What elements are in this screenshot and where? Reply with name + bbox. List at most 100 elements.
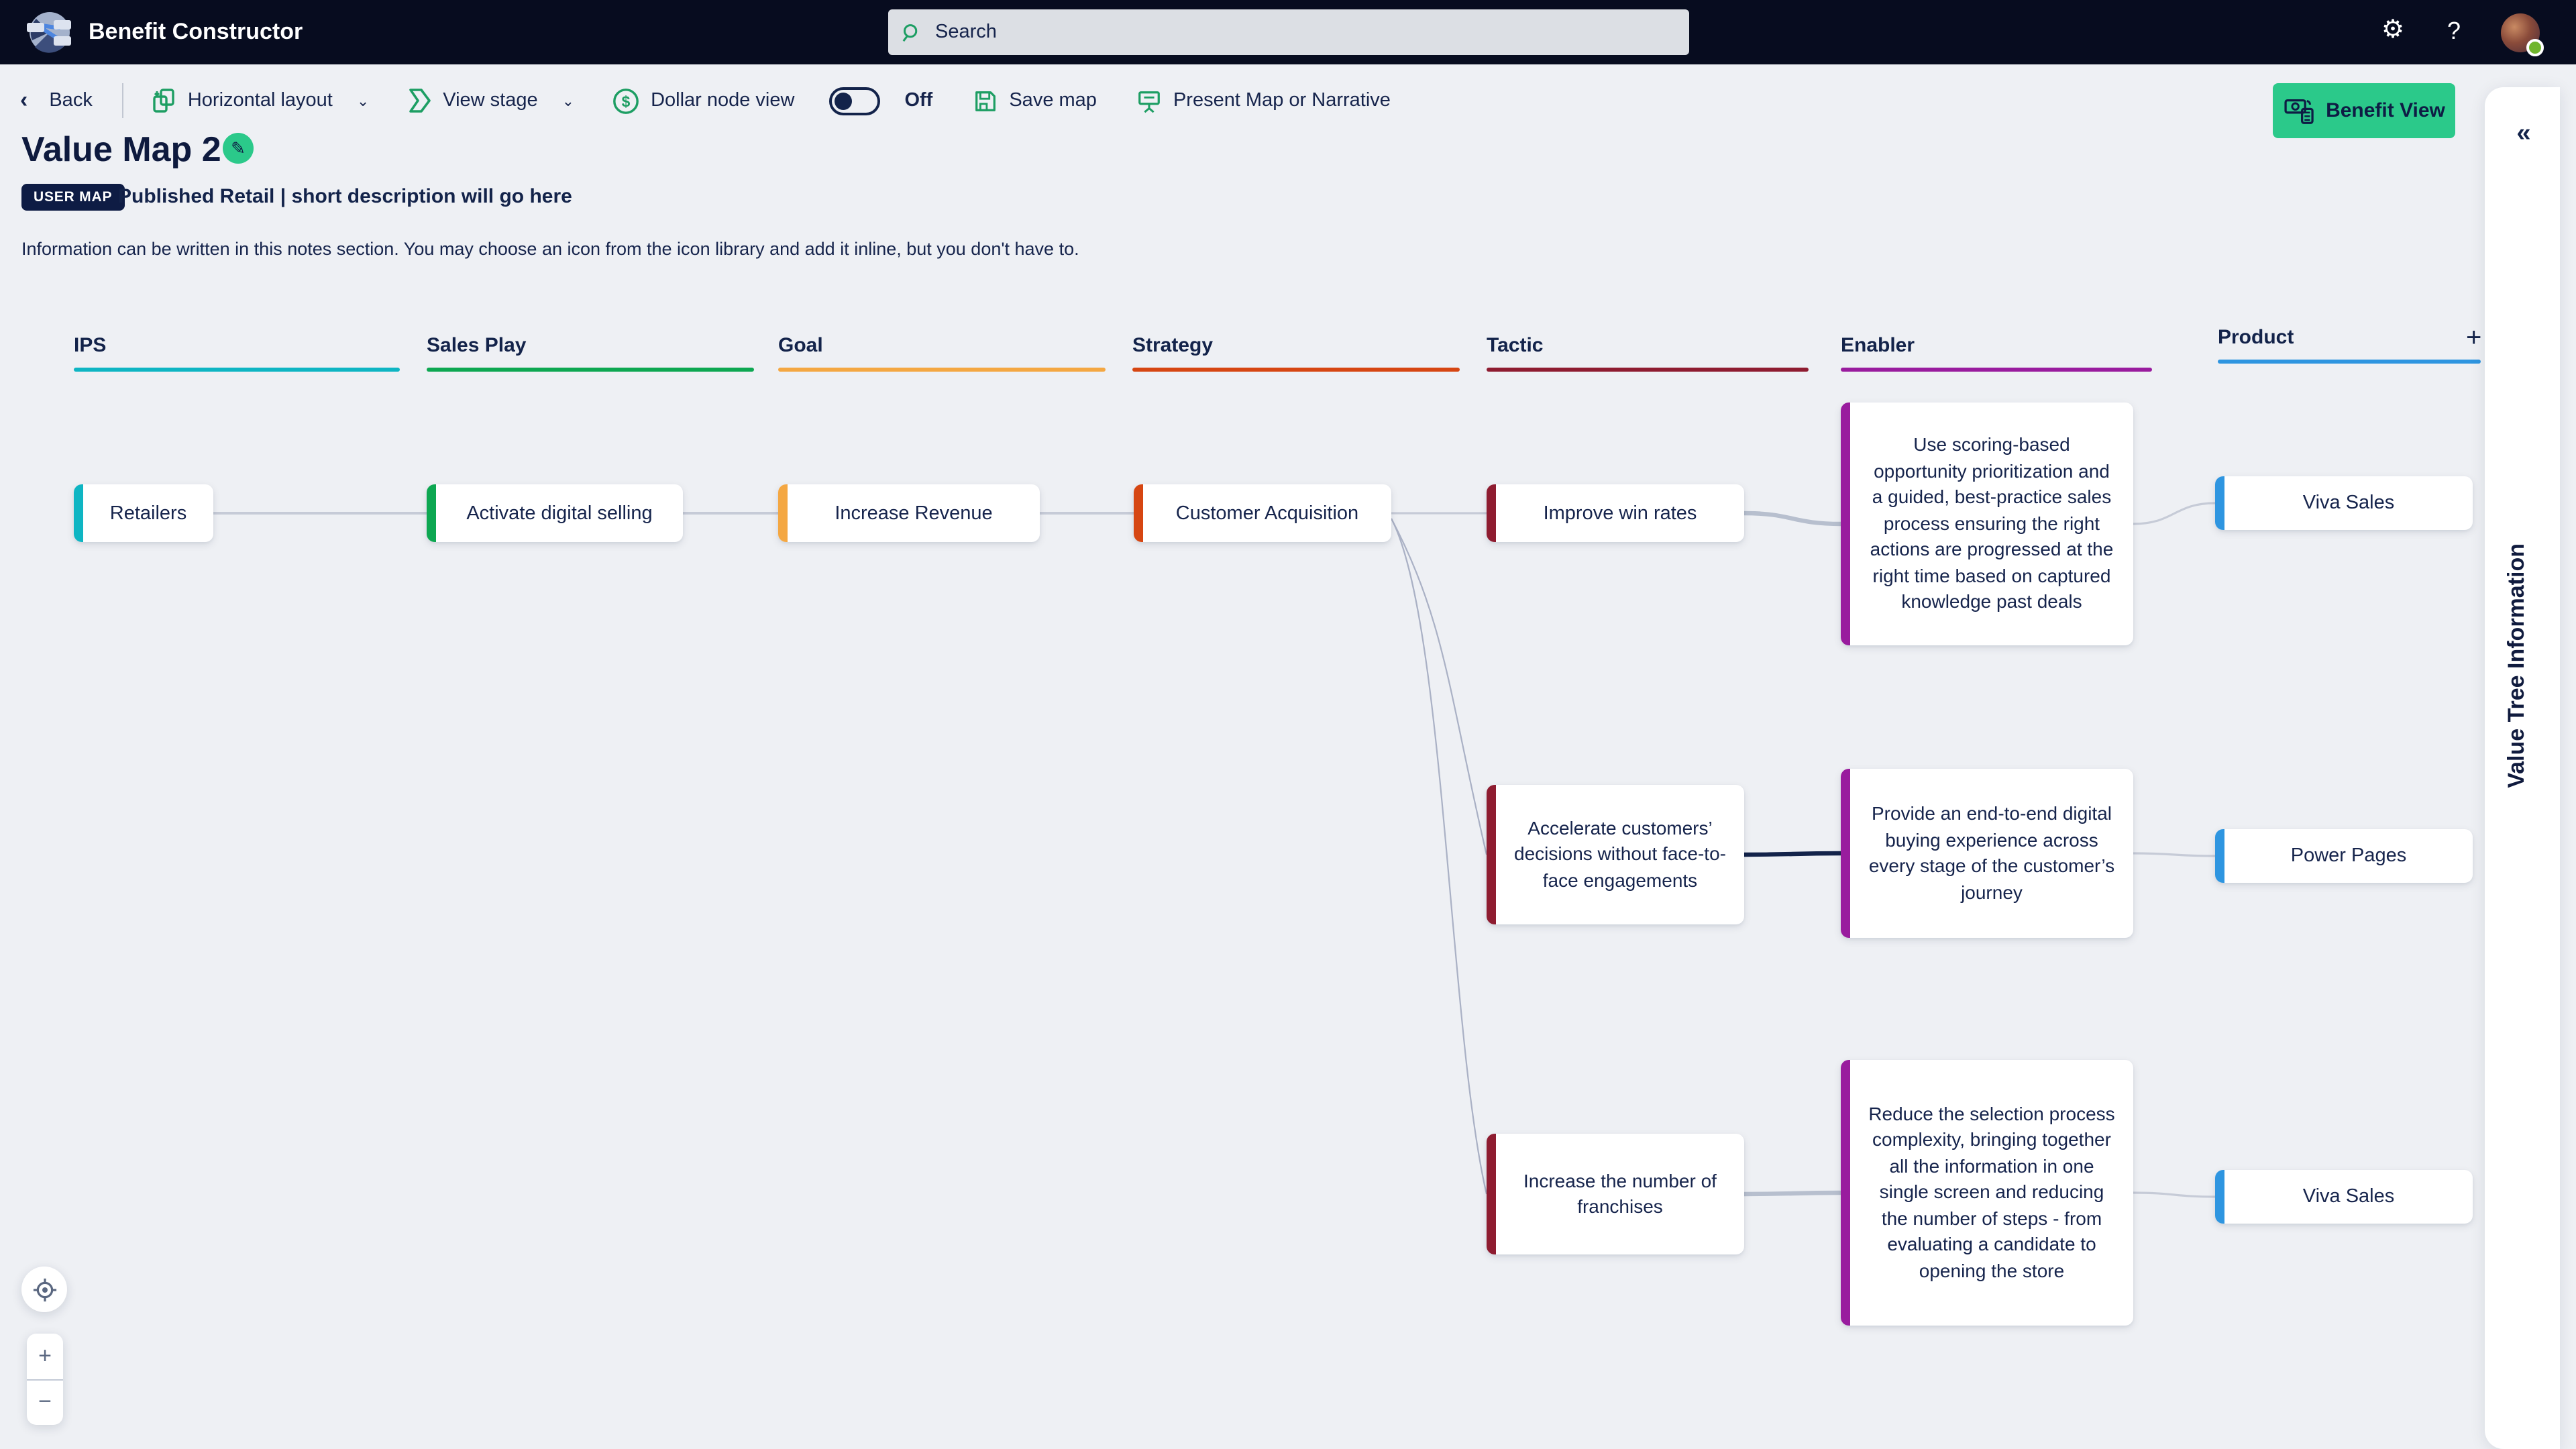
layout-dropdown[interactable]: Horizontal layout ⌄ <box>150 87 369 114</box>
zoom-out-button[interactable]: − <box>38 1389 52 1415</box>
node-label: Customer Acquisition <box>1175 502 1359 524</box>
horizontal-layout-icon <box>153 89 174 113</box>
edge-enabler-scoring-to-viva-sales-1 <box>2133 502 2216 525</box>
view-stage-dropdown[interactable]: View stage ⌄ <box>407 87 574 114</box>
column-label: Tactic <box>1487 334 1544 357</box>
svg-text:$: $ <box>622 93 631 110</box>
benefit-view-button[interactable]: Benefit View <box>2273 83 2455 138</box>
node-label: Increase Revenue <box>835 502 993 524</box>
map-node-improve-win-rates[interactable]: Improve win rates <box>1487 484 1744 542</box>
map-node-power-pages[interactable]: Power Pages <box>2215 829 2473 883</box>
column-label: Goal <box>778 334 823 357</box>
dollar-icon: $ <box>613 88 639 113</box>
map-node-increase-revenue[interactable]: Increase Revenue <box>778 484 1040 542</box>
map-node-accelerate-decisions[interactable]: Accelerate customers’ decisions without … <box>1487 785 1744 924</box>
column-underline <box>1132 368 1460 372</box>
map-node-enabler-reduce-complexity[interactable]: Reduce the selection process complexity,… <box>1841 1060 2133 1326</box>
column-label: IPS <box>74 334 107 357</box>
map-node-customer-acquisition[interactable]: Customer Acquisition <box>1134 484 1391 542</box>
map-node-viva-sales-1[interactable]: Viva Sales <box>2215 476 2473 530</box>
top-app-bar: Benefit Constructor ⚙ ? <box>0 0 2576 64</box>
map-node-enabler-digital-buying[interactable]: Provide an end-to-end digital buying exp… <box>1841 769 2133 938</box>
add-column-icon[interactable]: + <box>2466 323 2482 353</box>
column-header-tactic: Tactic <box>1487 334 1809 372</box>
node-label: Improve win rates <box>1543 502 1697 524</box>
recenter-map-button[interactable] <box>21 1267 67 1312</box>
map-node-increase-franchises[interactable]: Increase the number of franchises <box>1487 1134 1744 1254</box>
chevron-down-icon: ⌄ <box>356 93 370 109</box>
zoom-controls: + − <box>27 1334 63 1425</box>
edge-enabler-reduce-complexity-to-viva-sales-2 <box>2133 1191 2216 1198</box>
node-label: Retailers <box>109 502 187 524</box>
back-button[interactable]: ‹ Back <box>20 87 93 113</box>
dollar-view-toggle[interactable] <box>829 87 881 115</box>
view-stage-icon <box>409 89 431 113</box>
toggle-knob <box>835 92 853 109</box>
user-avatar[interactable] <box>2501 13 2544 56</box>
help-icon[interactable]: ? <box>2447 17 2461 44</box>
save-icon <box>975 91 996 111</box>
node-label: Viva Sales <box>2302 1186 2395 1208</box>
node-label: Viva Sales <box>2302 492 2395 514</box>
column-underline <box>1487 368 1809 372</box>
edit-title-button[interactable]: ✎ <box>223 133 254 164</box>
map-subtitle: Published Retail | short description wil… <box>118 185 572 208</box>
present-board-icon <box>1139 91 1161 113</box>
zoom-in-button[interactable]: + <box>38 1342 52 1368</box>
search-bar[interactable] <box>888 9 1689 55</box>
node-label: Activate digital selling <box>466 502 653 524</box>
zoom-divider <box>27 1379 63 1380</box>
map-node-viva-sales-2[interactable]: Viva Sales <box>2215 1170 2473 1224</box>
column-underline <box>1841 368 2152 372</box>
benefit-view-icon <box>2284 99 2313 123</box>
column-header-strategy: Strategy <box>1132 334 1460 372</box>
save-map-button[interactable]: Save map <box>973 88 1097 113</box>
map-node-activate-digital-selling[interactable]: Activate digital selling <box>427 484 683 542</box>
node-label: Increase the number of franchises <box>1523 1169 1717 1217</box>
edge-customer-acquisition-to-increase-franchises <box>1391 518 1488 1195</box>
edge-increase-franchises-to-enabler-reduce-complexity <box>1743 1190 1841 1197</box>
dollar-node-view-toggle-group[interactable]: $ Dollar node view Off <box>612 87 932 115</box>
column-underline <box>74 368 400 372</box>
app-logo-icon <box>27 12 71 53</box>
back-chevron-icon: ‹ <box>20 87 28 113</box>
column-header-sales-play: Sales Play <box>427 334 754 372</box>
locate-crosshair-icon <box>32 1277 56 1301</box>
node-label: Use scoring-based opportunity prioritiza… <box>1870 433 2114 612</box>
status-dot <box>2526 39 2544 56</box>
chevron-down-icon: ⌄ <box>561 93 575 109</box>
column-underline <box>2218 360 2481 364</box>
notes-text[interactable]: Information can be written in this notes… <box>21 239 1079 259</box>
edge-customer-acquisition-to-accelerate-decisions <box>1391 518 1488 855</box>
node-label: Reduce the selection process complexity,… <box>1868 1102 2115 1281</box>
search-input[interactable] <box>932 20 1676 44</box>
column-header-ips: IPS <box>74 334 400 372</box>
search-icon <box>902 23 918 42</box>
column-underline <box>427 368 754 372</box>
present-button[interactable]: Present Map or Narrative <box>1137 88 1391 113</box>
toolbar-divider <box>121 83 123 118</box>
value-tree-panel-title: Value Tree Information <box>2504 543 2529 788</box>
settings-gear-icon[interactable]: ⚙ <box>2381 16 2405 44</box>
toggle-state-label: Off <box>904 90 933 111</box>
edge-enabler-digital-buying-to-power-pages <box>2133 852 2216 857</box>
edge-accelerate-decisions-to-enabler-digital-buying <box>1743 851 1841 857</box>
page-title: Value Map 2 <box>21 129 221 169</box>
column-label: Product <box>2218 326 2294 349</box>
node-label: Accelerate customers’ decisions without … <box>1514 816 1726 891</box>
column-underline <box>778 368 1106 372</box>
collapse-panel-button[interactable]: ‹‹ <box>2516 119 2530 148</box>
app-title: Benefit Constructor <box>89 19 303 44</box>
column-label: Strategy <box>1132 334 1214 357</box>
user-map-badge: USER MAP <box>21 184 125 211</box>
column-header-goal: Goal <box>778 334 1106 372</box>
column-label: Enabler <box>1841 334 1915 357</box>
node-label: Provide an end-to-end digital buying exp… <box>1868 802 2115 902</box>
node-label: Power Pages <box>2290 845 2407 867</box>
map-toolbar: ‹ Back Horizontal layout ⌄ View stage ⌄ … <box>0 64 2576 138</box>
map-node-enabler-scoring[interactable]: Use scoring-based opportunity prioritiza… <box>1841 402 2133 645</box>
column-label: Sales Play <box>427 334 527 357</box>
map-node-retailers[interactable]: Retailers <box>74 484 213 542</box>
